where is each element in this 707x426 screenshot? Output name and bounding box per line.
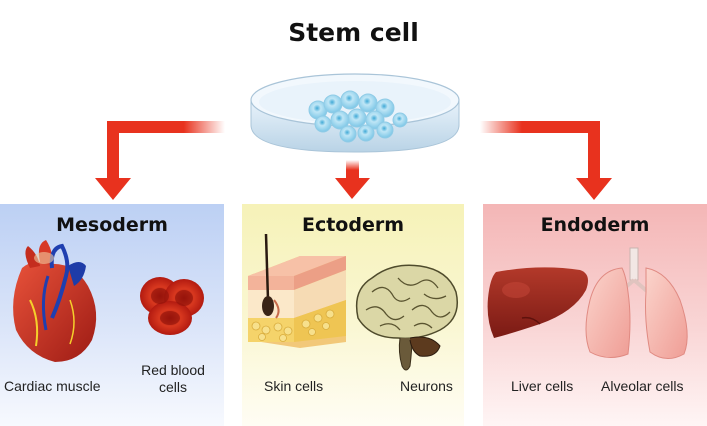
- diagram-title: Stem cell: [288, 18, 419, 47]
- arrow-to-endoderm: [480, 121, 612, 200]
- label-red-blood-line1: Red blood: [141, 362, 205, 378]
- arrow-to-ectoderm: [335, 160, 370, 199]
- heart-icon: [13, 240, 97, 362]
- endoderm-title: Endoderm: [540, 214, 650, 236]
- label-liver-cells: Liver cells: [511, 378, 574, 394]
- label-red-blood-line2: cells: [158, 379, 187, 395]
- mesoderm-title: Mesoderm: [56, 214, 168, 236]
- label-neurons: Neurons: [400, 378, 453, 394]
- liver-icon: [487, 267, 588, 338]
- label-cardiac-muscle: Cardiac muscle: [4, 378, 101, 394]
- skin-section-icon: [248, 233, 346, 348]
- label-skin-cells: Skin cells: [264, 378, 324, 394]
- stem-cells-icon: [308, 90, 408, 143]
- lungs-icon: [585, 247, 688, 359]
- red-blood-cells-icon: [140, 277, 204, 335]
- arrow-to-mesoderm: [95, 121, 225, 200]
- ectoderm-title: Ectoderm: [301, 214, 405, 236]
- label-red-blood-cells: Red blood cells: [136, 362, 210, 396]
- brain-icon: [355, 264, 458, 371]
- petri-dish-icon: [250, 73, 460, 153]
- label-alveolar-cells: Alveolar cells: [601, 378, 684, 394]
